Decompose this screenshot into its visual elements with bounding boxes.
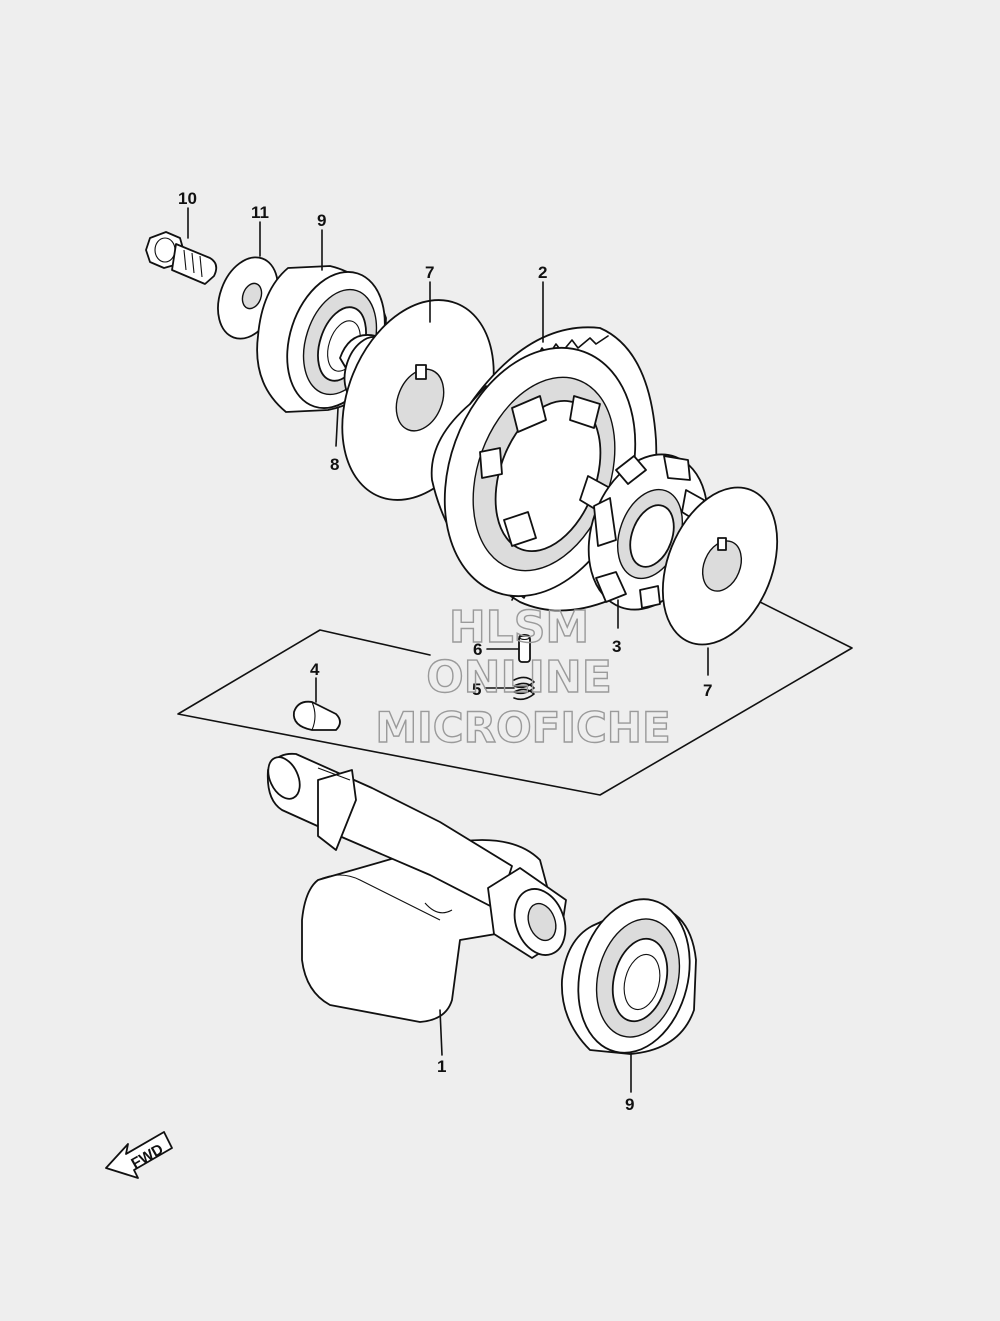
watermark-line-1: HLSM: [449, 602, 589, 653]
part-4-key[interactable]: [292, 700, 341, 731]
watermark-line-3: MICROFICHE: [375, 703, 670, 752]
callout-6: 6: [473, 640, 482, 659]
callout-5: 5: [472, 680, 481, 699]
part-9-bearing-bottom[interactable]: [561, 887, 705, 1064]
callout-2: 2: [538, 263, 547, 282]
part-10-bolt[interactable]: [145, 231, 218, 285]
part-2-gear[interactable]: [412, 321, 669, 623]
part-6-pin[interactable]: [518, 633, 531, 663]
callout-11: 11: [251, 203, 269, 222]
fwd-arrow-icon: FWD: [105, 1131, 173, 1179]
callout-1: 1: [437, 1057, 446, 1076]
callout-10: 10: [178, 189, 197, 208]
subassembly-boundary: [177, 601, 853, 796]
callout-7-top: 7: [425, 263, 434, 282]
watermark: HLSM ONLINE MICROFICHE: [375, 601, 672, 752]
part-7-washer-right[interactable]: [641, 470, 799, 661]
callout-8: 8: [330, 455, 339, 474]
leader-lines: [187, 207, 709, 1093]
callout-7-right: 7: [703, 681, 712, 700]
callout-4: 4: [310, 660, 320, 679]
callout-9-top: 9: [317, 211, 326, 230]
callout-9-bottom: 9: [625, 1095, 634, 1114]
watermark-line-2: ONLINE: [426, 652, 612, 703]
part-5-spring[interactable]: [513, 676, 535, 701]
callout-labels: 10 11 9 7 2 8 3 6 5 4 7 1 9: [178, 189, 712, 1114]
callout-3: 3: [612, 637, 621, 656]
part-1-balancer-shaft[interactable]: [262, 752, 574, 1023]
